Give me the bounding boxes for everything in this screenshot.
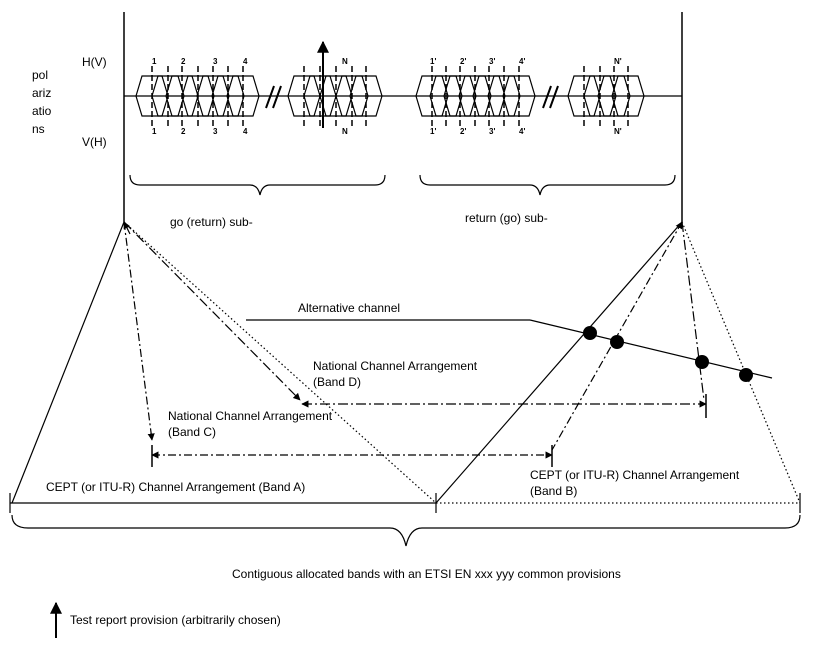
return-sub-band-brace <box>419 174 676 196</box>
return-channel-block <box>443 75 477 117</box>
band-a-label: CEPT (or ITU-R) Channel Arrangement (Ban… <box>46 480 305 494</box>
channel-number: 4' <box>519 127 525 136</box>
contiguous-bands-caption: Contiguous allocated bands with an ETSI … <box>232 567 621 581</box>
polarizations-line-2: ariz <box>32 86 51 100</box>
return-sub-band-label: return (go) sub- <box>465 211 548 225</box>
band-c-pointer <box>123 221 155 441</box>
alternative-channel-dot <box>583 326 597 340</box>
go-channel-block <box>196 75 230 117</box>
channel-number: 3' <box>489 57 495 66</box>
return-channel-block <box>429 75 463 117</box>
return-channel-block <box>502 75 536 117</box>
band-d-label-line-1: National Channel Arrangement <box>313 359 478 373</box>
channel-number: N <box>342 127 348 136</box>
channel-number: 1 <box>152 127 157 136</box>
go-channel-block <box>335 75 369 117</box>
return-bottom-numbers: 1' 2' 3' 4' N' <box>430 127 622 136</box>
band-c-label-line-2: (Band C) <box>168 425 216 439</box>
left-frame-arrowhead <box>123 221 131 235</box>
channel-number: 3 <box>213 57 218 66</box>
channel-number: N' <box>614 127 622 136</box>
return-channel-block <box>415 75 449 117</box>
return-channel-block <box>597 75 631 117</box>
channel-number: N' <box>614 57 622 66</box>
channel-number: 3 <box>213 127 218 136</box>
band-d-pointer <box>123 221 301 401</box>
go-channel-block <box>211 75 245 117</box>
polarizations-line-1: pol <box>32 68 48 82</box>
band-c-label-line-1: National Channel Arrangement <box>168 409 333 423</box>
polarizations-line-3: atio <box>32 104 52 118</box>
return-channel-block <box>611 75 645 117</box>
alternative-channel-dot <box>695 355 709 369</box>
band-b-label-line-2: (Band B) <box>530 484 577 498</box>
polarization-bottom-label: V(H) <box>82 135 107 149</box>
alternative-channel-slope <box>529 319 773 379</box>
channel-number: N <box>342 57 348 66</box>
polarizations-line-4: ns <box>32 122 45 136</box>
contiguous-bands-brace <box>11 514 801 547</box>
band-d-label-line-2: (Band D) <box>313 375 361 389</box>
channel-number: 4' <box>519 57 525 66</box>
return-channel-block <box>487 75 521 117</box>
go-break-mark <box>265 85 282 109</box>
band-a-left-edge <box>11 221 125 504</box>
go-channel-block <box>151 75 185 117</box>
channel-number: 2 <box>181 57 186 66</box>
channel-number: 1' <box>430 57 436 66</box>
go-channel-block <box>226 75 260 117</box>
channel-number: 3' <box>489 127 495 136</box>
channel-number: 2' <box>460 127 466 136</box>
go-channel-block <box>181 75 215 117</box>
channel-number: 4 <box>243 127 248 136</box>
channel-number: 2 <box>181 127 186 136</box>
polarization-top-label: H(V) <box>82 55 107 69</box>
go-channel-block <box>349 75 383 117</box>
alternative-channel-dot <box>739 368 753 382</box>
return-channel-block <box>472 75 506 117</box>
channel-number: 1' <box>430 127 436 136</box>
go-channel-group <box>135 66 383 128</box>
return-channel-group <box>415 66 645 128</box>
go-sub-band-label: go (return) sub- <box>170 215 253 229</box>
polarizations-label: pol ariz atio ns <box>32 68 52 136</box>
go-sub-band-brace <box>129 174 386 196</box>
channel-number: 4 <box>243 57 248 66</box>
return-top-numbers: 1' 2' 3' 4' N' <box>430 57 622 66</box>
test-report-legend-label: Test report provision (arbitrarily chose… <box>70 613 281 627</box>
channel-number: 1 <box>152 57 157 66</box>
return-channel-block <box>458 75 492 117</box>
go-top-numbers: 1 2 3 4 N <box>152 57 348 66</box>
return-channel-block <box>583 75 617 117</box>
band-d-right-pointer <box>681 221 705 401</box>
go-bottom-numbers: 1 2 3 4 N <box>152 127 348 136</box>
channel-number: 2' <box>460 57 466 66</box>
band-b-dotted-edge <box>681 221 801 504</box>
alternative-channel-dot <box>610 335 624 349</box>
alternative-channel-label: Alternative channel <box>298 301 400 315</box>
band-b-label-line-1: CEPT (or ITU-R) Channel Arrangement <box>530 468 740 482</box>
return-break-mark <box>542 85 559 109</box>
